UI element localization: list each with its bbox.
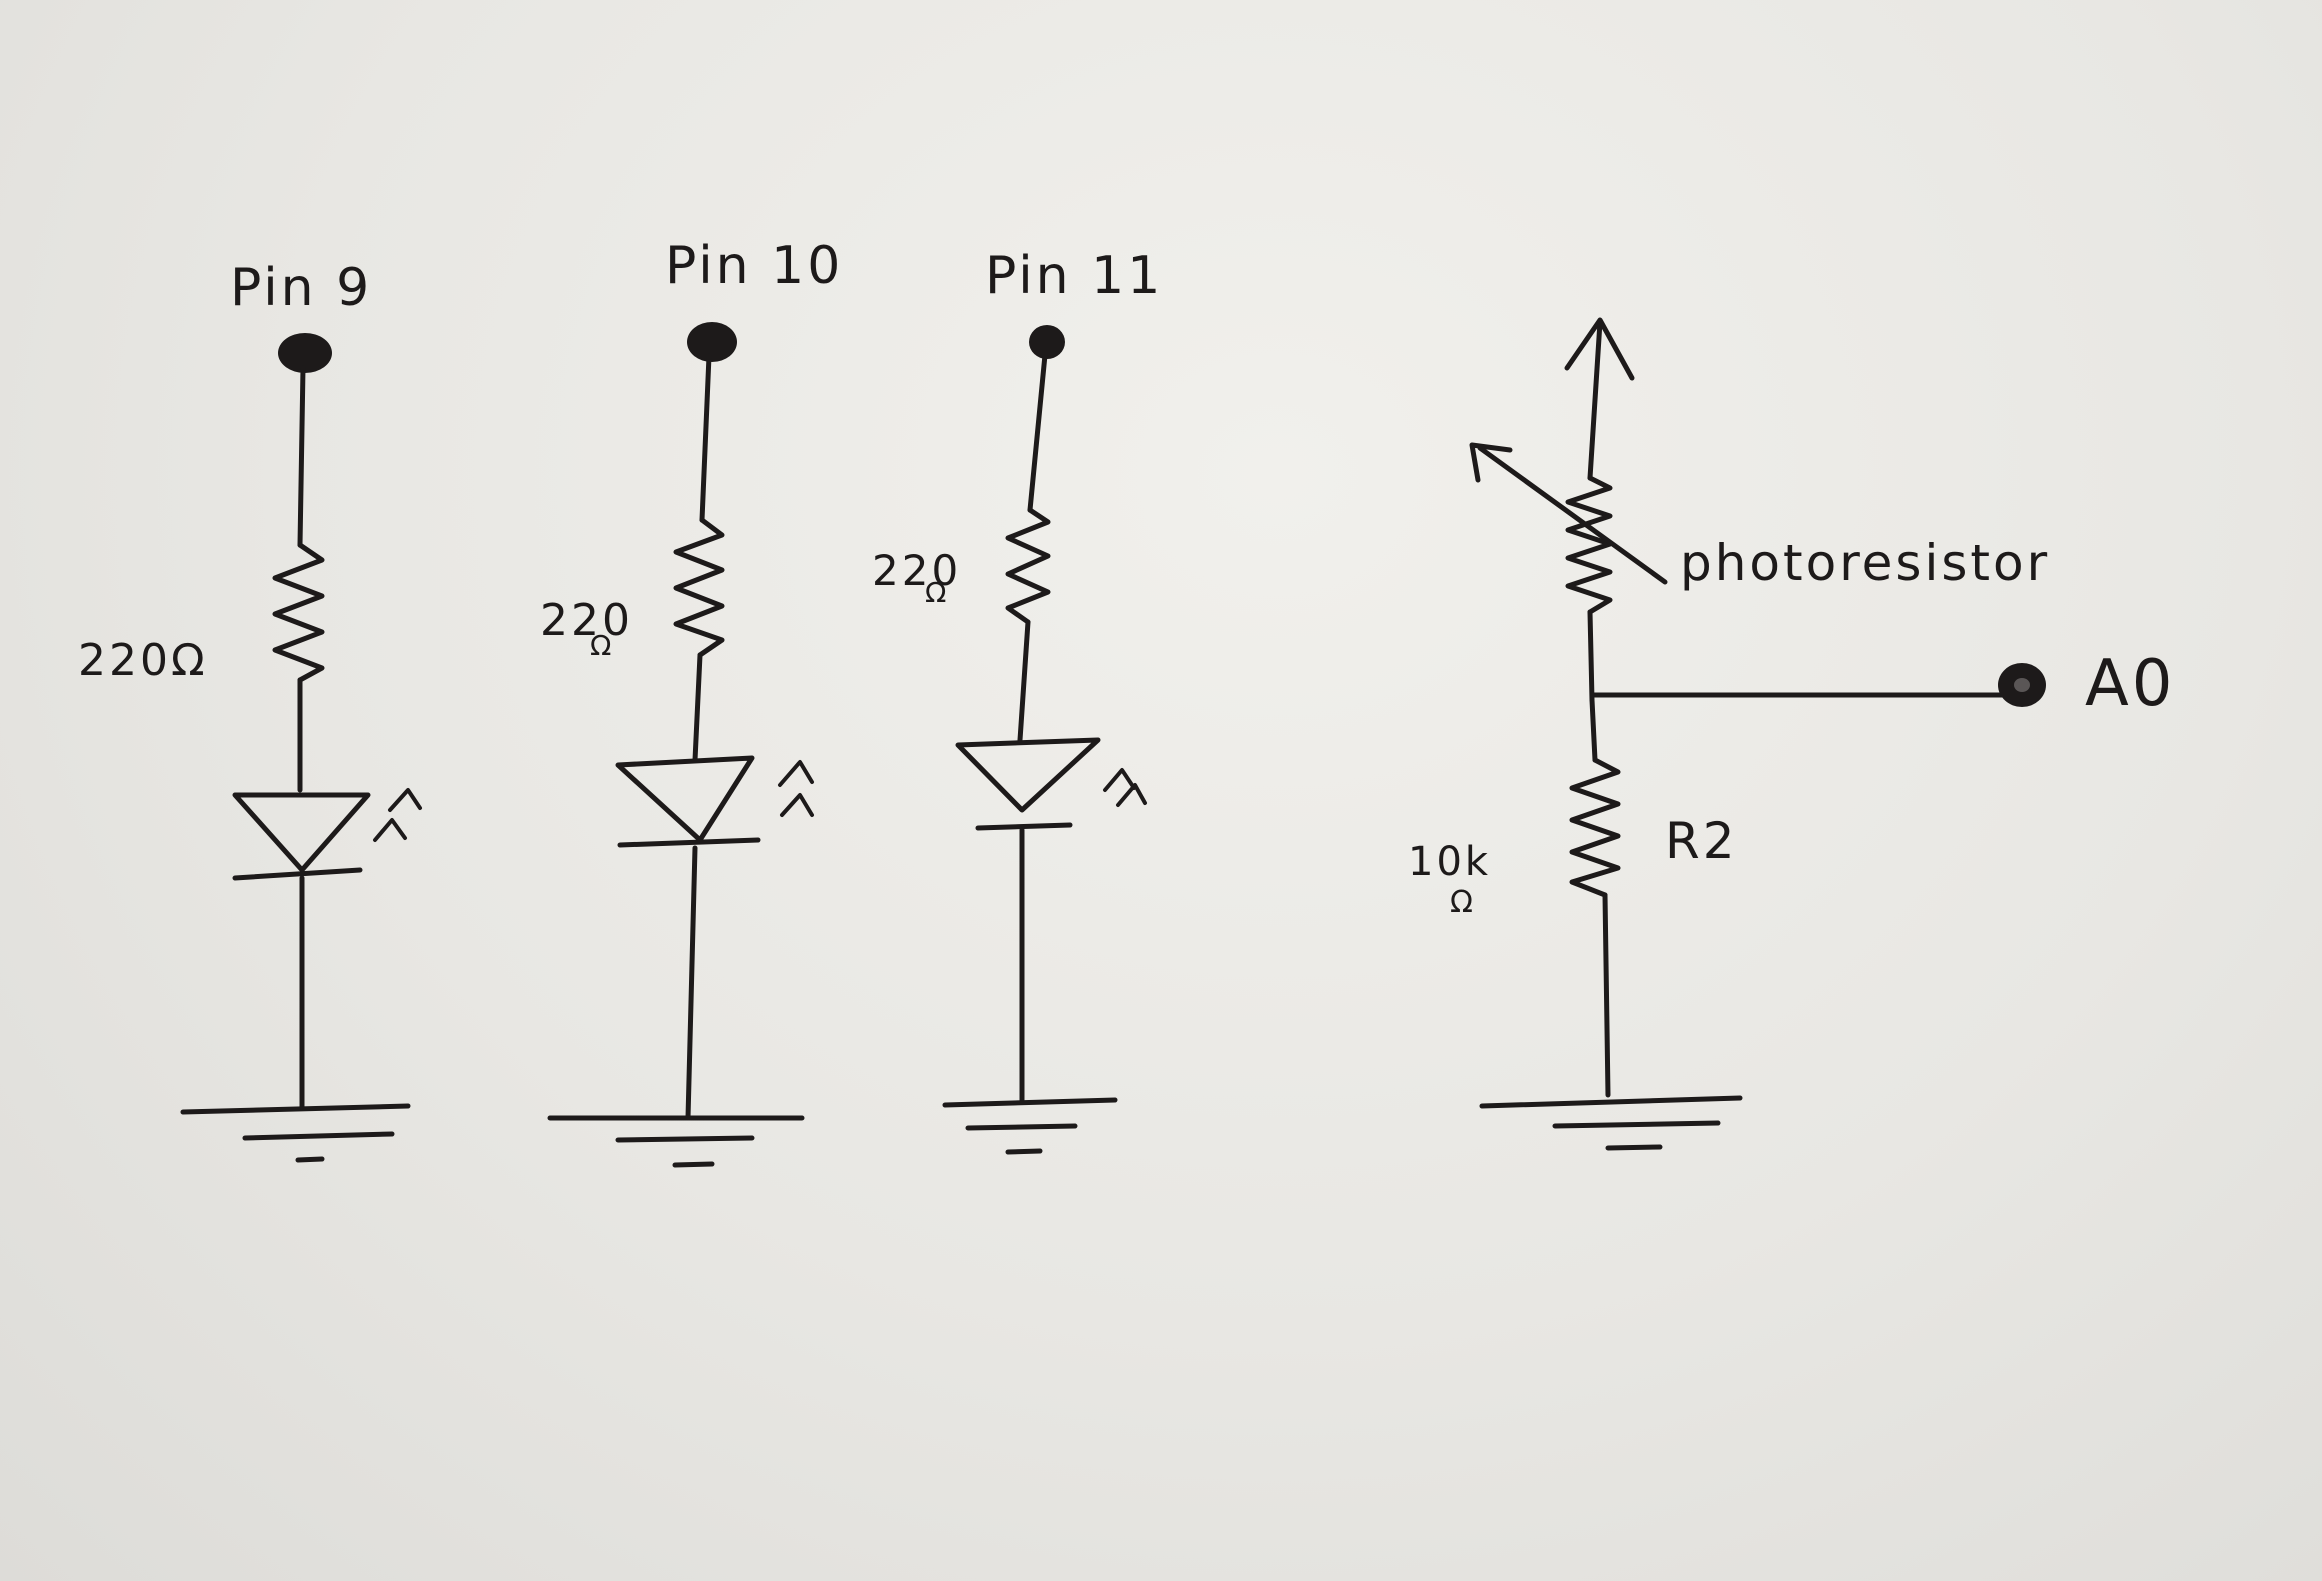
wire bbox=[297, 365, 306, 548]
label-resistor-220: 220Ω bbox=[78, 635, 208, 686]
wire bbox=[1027, 352, 1048, 513]
light-arrows-icon bbox=[778, 760, 814, 817]
terminal-dot-pin11 bbox=[1029, 325, 1065, 359]
label-r2: R2 bbox=[1665, 812, 1738, 870]
led-diode-icon bbox=[232, 792, 371, 873]
wire bbox=[699, 353, 712, 523]
label-resistor-10k-value: 10k bbox=[1408, 839, 1491, 885]
label-resistor-220-unit: Ω bbox=[590, 629, 614, 662]
label-pin9: Pin 9 bbox=[230, 258, 372, 318]
label-resistor-220-value: 220 bbox=[540, 595, 633, 646]
led-diode-icon bbox=[615, 755, 755, 843]
label-a0: A0 bbox=[2085, 647, 2176, 721]
variable-resistor-arrow-icon bbox=[1469, 442, 1668, 585]
label-pin11: Pin 11 bbox=[985, 246, 1163, 306]
ground-symbol-icon bbox=[180, 1103, 411, 1163]
circuit-pin9: Pin 9 220Ω bbox=[78, 258, 422, 1163]
led-cathode-bar bbox=[975, 822, 1073, 831]
circuit-photoresistor-divider: photoresistor A0 10k Ω R2 bbox=[1408, 317, 2176, 1151]
terminal-dot-pin9 bbox=[278, 333, 332, 373]
wire bbox=[1589, 697, 1598, 763]
ground-symbol-icon bbox=[547, 1115, 805, 1168]
wire bbox=[1587, 609, 1595, 703]
wire bbox=[1587, 319, 1603, 481]
light-arrows-icon bbox=[373, 788, 422, 842]
resistor-zigzag-icon bbox=[1005, 507, 1051, 625]
label-resistor-10k-unit: Ω bbox=[1450, 885, 1476, 920]
label-resistor-220-unit: Ω bbox=[925, 576, 949, 609]
led-cathode-bar bbox=[232, 867, 363, 881]
wire bbox=[692, 652, 703, 763]
wire bbox=[1017, 619, 1031, 743]
wire bbox=[685, 845, 698, 1121]
ground-symbol-icon bbox=[1479, 1095, 1743, 1151]
resistor-zigzag-icon bbox=[272, 542, 325, 683]
circuit-pin10: Pin 10 220 Ω bbox=[540, 236, 843, 1168]
label-resistor-220-value: 220 bbox=[872, 546, 961, 595]
label-photoresistor: photoresistor bbox=[1680, 534, 2050, 592]
ground-symbol-icon bbox=[942, 1097, 1118, 1155]
led-diode-icon bbox=[955, 737, 1101, 813]
circuit-pin11: Pin 11 220 Ω bbox=[872, 246, 1163, 1155]
resistor-zigzag-icon bbox=[1569, 757, 1621, 898]
label-pin10: Pin 10 bbox=[665, 236, 843, 296]
terminal-dot-pin10 bbox=[687, 322, 737, 362]
light-arrows-icon bbox=[1103, 768, 1147, 807]
led-cathode-bar bbox=[617, 837, 761, 848]
photoresistor-zigzag-icon bbox=[1565, 475, 1613, 615]
resistor-zigzag-icon bbox=[673, 517, 725, 658]
wire bbox=[1602, 892, 1611, 1098]
